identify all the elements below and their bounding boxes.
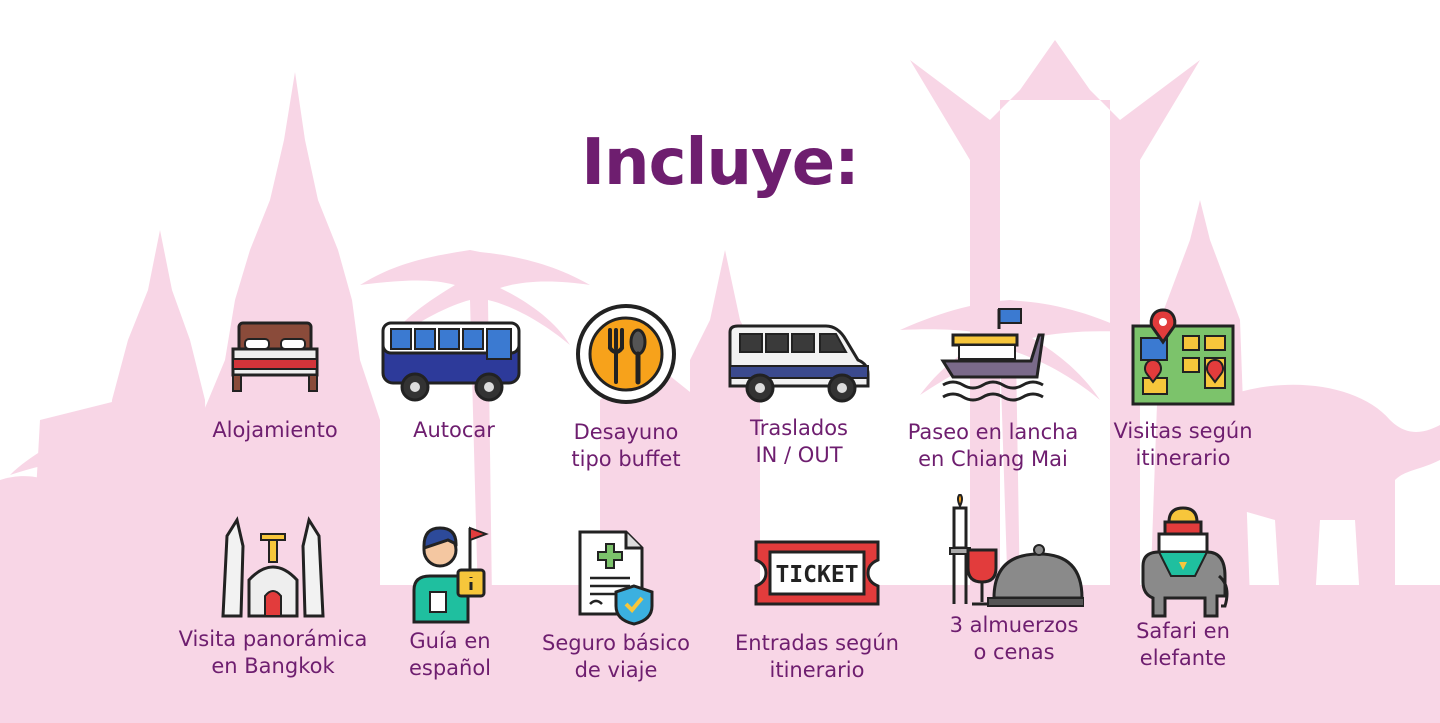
feature-label: Autocar: [413, 418, 495, 442]
feature-item-insurance: Seguro básico de viaje: [506, 528, 726, 684]
map-pins-icon: [1131, 308, 1235, 406]
feature-item-guide: Guía en español: [340, 520, 560, 682]
van-icon: [728, 324, 870, 403]
feature-label: Desayuno tipo buffet: [571, 420, 681, 471]
feature-item-transfers: Traslados IN / OUT: [689, 320, 909, 469]
ticket-text: TICKET: [775, 562, 858, 588]
feature-label: Alojamiento: [212, 418, 338, 442]
ticket-icon: TICKET: [754, 540, 880, 606]
feature-item-boat-ride: Paseo en lancha en Chiang Mai: [883, 305, 1103, 473]
feature-label: Guía en español: [408, 629, 492, 680]
feature-item-city-tour: Visita panorámica en Bangkok: [163, 516, 383, 680]
feature-item-sightseeing: Visitas según itinerario: [1073, 308, 1293, 472]
plate-cutlery-icon: [576, 304, 676, 404]
feature-label: Traslados IN / OUT: [749, 416, 848, 467]
feature-label: Seguro básico de viaje: [542, 631, 690, 682]
elephant-icon: [1141, 506, 1229, 618]
feature-item-meals: 3 almuerzos o cenas: [904, 494, 1124, 666]
feature-item-accommodation: Alojamiento: [165, 315, 385, 444]
feature-label: Visita panorámica en Bangkok: [178, 627, 368, 678]
feature-label: Safari en elefante: [1136, 619, 1230, 670]
temple-monument-icon: [221, 516, 325, 618]
page-title: Incluye:: [581, 126, 860, 200]
dinner-cloche-icon: [949, 494, 1084, 607]
bus-icon: [381, 321, 521, 402]
feature-item-elephant-safari: Safari en elefante: [1073, 506, 1293, 672]
feature-label: Visitas según itinerario: [1113, 419, 1253, 470]
feature-label: Paseo en lancha en Chiang Mai: [907, 420, 1079, 471]
feature-item-coach: Autocar: [344, 315, 564, 444]
insurance-document-icon: [578, 530, 654, 626]
feature-label: Entradas según itinerario: [735, 631, 899, 682]
feature-item-tickets: TICKET Entradas según itinerario: [707, 536, 927, 684]
feature-item-breakfast: Desayuno tipo buffet: [516, 302, 736, 473]
bed-icon: [231, 321, 319, 392]
longtail-boat-icon: [940, 308, 1045, 402]
feature-label: 3 almuerzos o cenas: [949, 613, 1079, 664]
tour-guide-icon: [412, 526, 489, 624]
